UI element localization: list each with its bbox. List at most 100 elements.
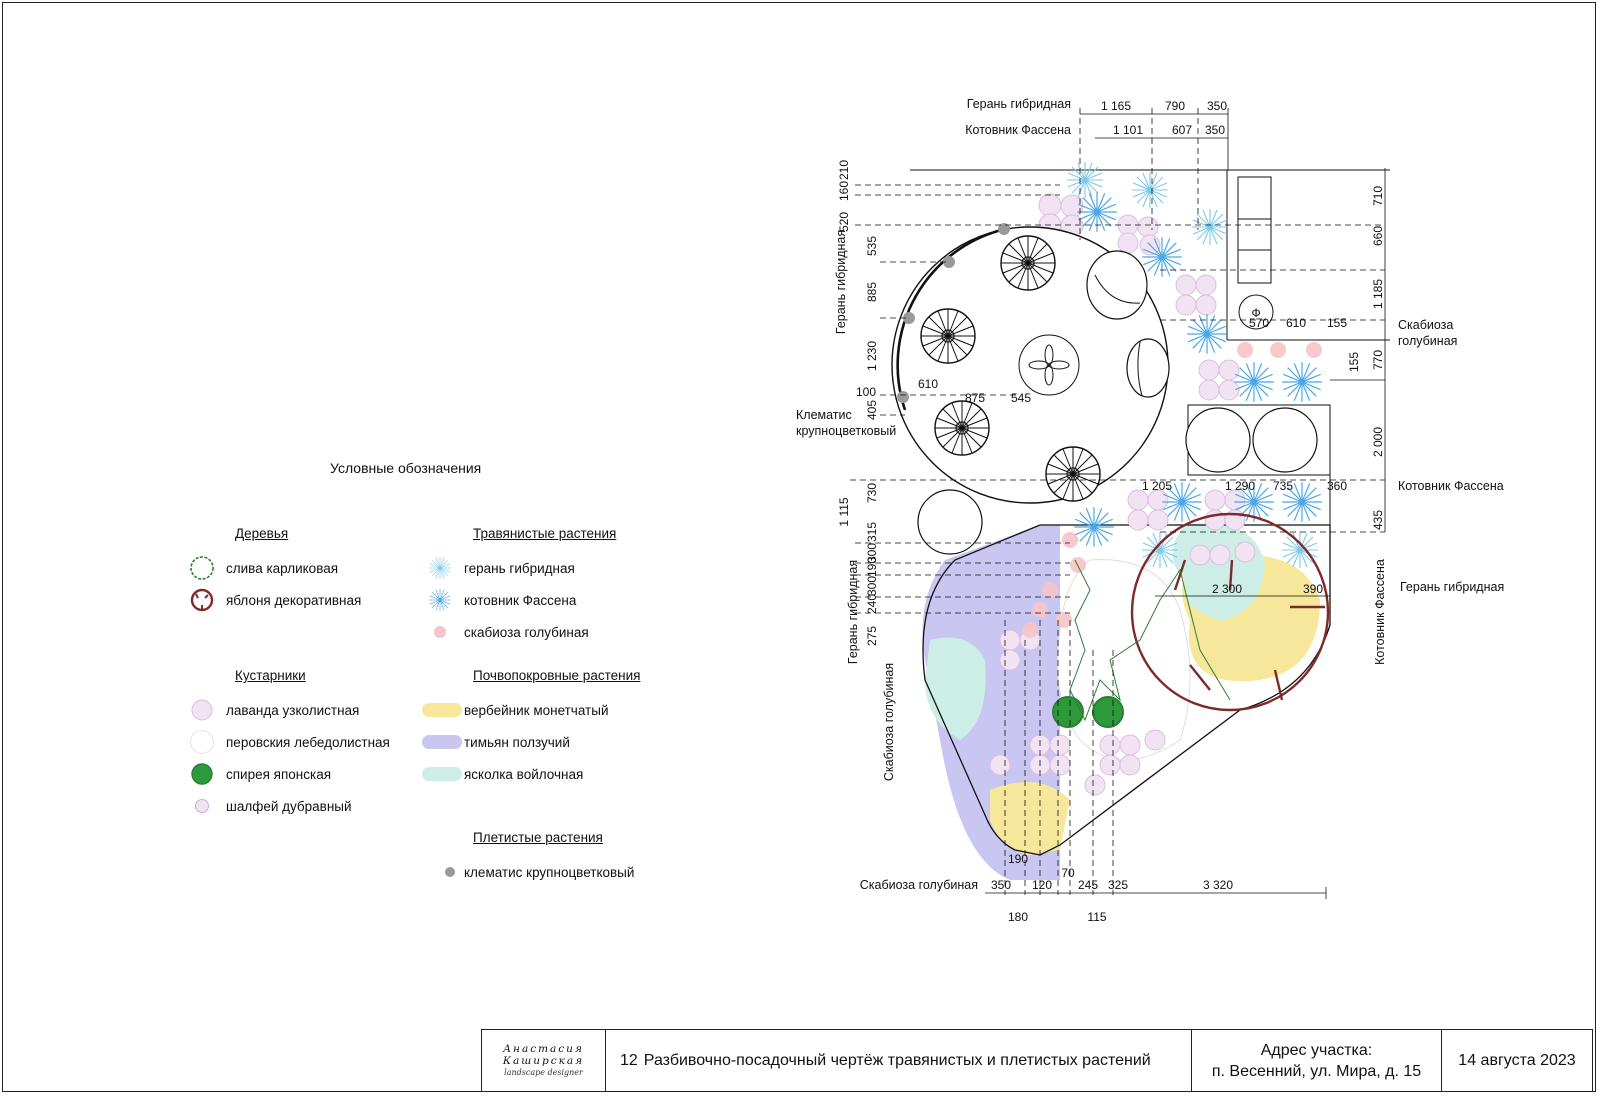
bed-outline — [922, 524, 1331, 856]
clematis-vine — [1069, 559, 1231, 722]
svg-text:Герань гибридная: Герань гибридная — [846, 560, 860, 664]
svg-text:300: 300 — [865, 543, 879, 563]
svg-text:Герань гибридная: Герань гибридная — [834, 230, 848, 334]
svg-text:2 000: 2 000 — [1371, 427, 1385, 457]
svg-text:240: 240 — [865, 594, 879, 614]
round-terrace — [891, 226, 1170, 504]
svg-text:610: 610 — [918, 377, 938, 391]
sheet-date: 14 августа 2023 — [1458, 1051, 1576, 1069]
sheet-title: 12 Разбивочно-посадочный чертёж травянис… — [606, 1030, 1192, 1091]
svg-text:520: 520 — [837, 212, 851, 232]
svg-text:610: 610 — [1286, 316, 1306, 330]
legend-item-spiraea: спирея японская — [182, 762, 331, 786]
planter-2 — [1252, 407, 1318, 473]
svg-text:607: 607 — [1172, 123, 1192, 137]
planter-1 — [1185, 407, 1251, 473]
lavender-icon — [182, 698, 226, 722]
salvia-icon — [182, 794, 226, 818]
legend-shrubs-heading: Кустарники — [235, 668, 306, 683]
sheet-title-text: Разбивочно-посадочный чертёж травянистых… — [643, 1051, 1151, 1069]
svg-text:405: 405 — [865, 400, 879, 420]
cerastium-swatch-icon — [420, 762, 464, 786]
legend-climbers-heading: Плетистые растения — [473, 830, 603, 845]
legend-title: Условные обозначения — [330, 460, 482, 476]
svg-text:Котовник Фассена: Котовник Фассена — [965, 123, 1071, 137]
svg-text:1 290: 1 290 — [1225, 479, 1255, 493]
svg-text:1 185: 1 185 — [1371, 279, 1385, 309]
svg-text:голубиная: голубиная — [1398, 334, 1457, 348]
sheet-number: 12 — [620, 1051, 638, 1069]
svg-text:885: 885 — [865, 282, 879, 302]
legend-item-apple: яблоня декоративная — [182, 588, 361, 612]
svg-text:115: 115 — [1087, 910, 1106, 924]
legend-item-lavender: лаванда узколистная — [182, 698, 359, 722]
groundcover-areas — [922, 523, 1320, 880]
svg-text:100: 100 — [856, 385, 876, 399]
legend-herbs-heading: Травянистые растения — [473, 526, 617, 541]
svg-text:300: 300 — [865, 576, 879, 596]
nepeta-icon — [420, 588, 464, 612]
designer-logo: Анастасия Каширская landscape designer — [482, 1030, 606, 1091]
legend-item-cerastium: ясколка войлочная — [420, 762, 583, 786]
svg-text:545: 545 — [1011, 391, 1031, 405]
svg-text:350: 350 — [1207, 99, 1227, 113]
svg-text:315: 315 — [865, 522, 879, 542]
svg-text:1 230: 1 230 — [865, 341, 879, 371]
svg-text:Клематис: Клематис — [796, 408, 852, 422]
svg-text:875: 875 — [965, 391, 985, 405]
svg-text:570: 570 — [1249, 316, 1269, 330]
svg-text:390: 390 — [1303, 582, 1323, 596]
svg-text:180: 180 — [1008, 910, 1028, 924]
plant-callouts: Герань гибридная Котовник Фассена Герань… — [796, 97, 1504, 892]
thymus-swatch-icon — [420, 730, 464, 754]
legend-trees-heading: Деревья — [235, 526, 289, 541]
svg-text:435: 435 — [1371, 510, 1385, 530]
svg-text:360: 360 — [1327, 479, 1347, 493]
perovskia-icon — [182, 730, 226, 754]
svg-text:730: 730 — [865, 483, 879, 503]
legend-item-clematis: клематис крупноцветковый — [420, 860, 634, 884]
svg-text:190: 190 — [1008, 852, 1028, 866]
legend-item-plum: слива карликовая — [182, 556, 338, 580]
svg-text:3 320: 3 320 — [1203, 878, 1233, 892]
legend-groundcover-heading: Почвопокровные растения — [473, 668, 641, 683]
svg-text:Скабиоза: Скабиоза — [1398, 318, 1453, 332]
legend-item-geranium: герань гибридная — [420, 556, 575, 580]
dimension-lines — [850, 108, 1386, 899]
svg-text:350: 350 — [1205, 123, 1225, 137]
svg-text:770: 770 — [1371, 350, 1385, 370]
svg-text:210: 210 — [837, 160, 851, 180]
clematis-icon — [420, 860, 464, 884]
title-block: Анастасия Каширская landscape designer 1… — [481, 1029, 1593, 1092]
lantern — [1238, 294, 1274, 330]
bench — [1237, 176, 1272, 284]
spiraea-icon — [182, 762, 226, 786]
svg-text:Герань гибридная: Герань гибридная — [1400, 580, 1504, 594]
svg-text:крупноцветковый: крупноцветковый — [796, 424, 896, 438]
legend-item-nepeta: котовник Фассена — [420, 588, 576, 612]
svg-text:70: 70 — [1061, 866, 1075, 880]
svg-text:275: 275 — [865, 626, 879, 646]
perovskia-area — [1057, 559, 1191, 761]
house-and-structures: Ф — [910, 169, 1390, 555]
apple-tree — [1130, 512, 1330, 712]
svg-text:735: 735 — [1273, 479, 1293, 493]
svg-text:120: 120 — [1032, 878, 1052, 892]
geranium-icon — [420, 556, 464, 580]
svg-text:Котовник Фассена: Котовник Фассена — [1373, 559, 1387, 665]
svg-text:660: 660 — [1371, 226, 1385, 246]
plum-icon — [182, 556, 226, 580]
svg-text:Скабиоза голубиная: Скабиоза голубиная — [882, 663, 896, 781]
svg-text:155: 155 — [1347, 352, 1361, 372]
svg-text:Скабиоза голубиная: Скабиоза голубиная — [860, 878, 978, 892]
svg-text:1 205: 1 205 — [1142, 479, 1172, 493]
apple-tree-icon — [182, 588, 226, 612]
svg-text:350: 350 — [991, 878, 1011, 892]
lysimachia-swatch-icon — [420, 698, 464, 722]
legend-item-thymus: тимьян ползучий — [420, 730, 570, 754]
plum-trees — [1052, 696, 1124, 728]
svg-text:Ф: Ф — [1251, 306, 1260, 320]
svg-text:Герань гибридная: Герань гибридная — [967, 97, 1071, 111]
svg-text:790: 790 — [1165, 99, 1185, 113]
